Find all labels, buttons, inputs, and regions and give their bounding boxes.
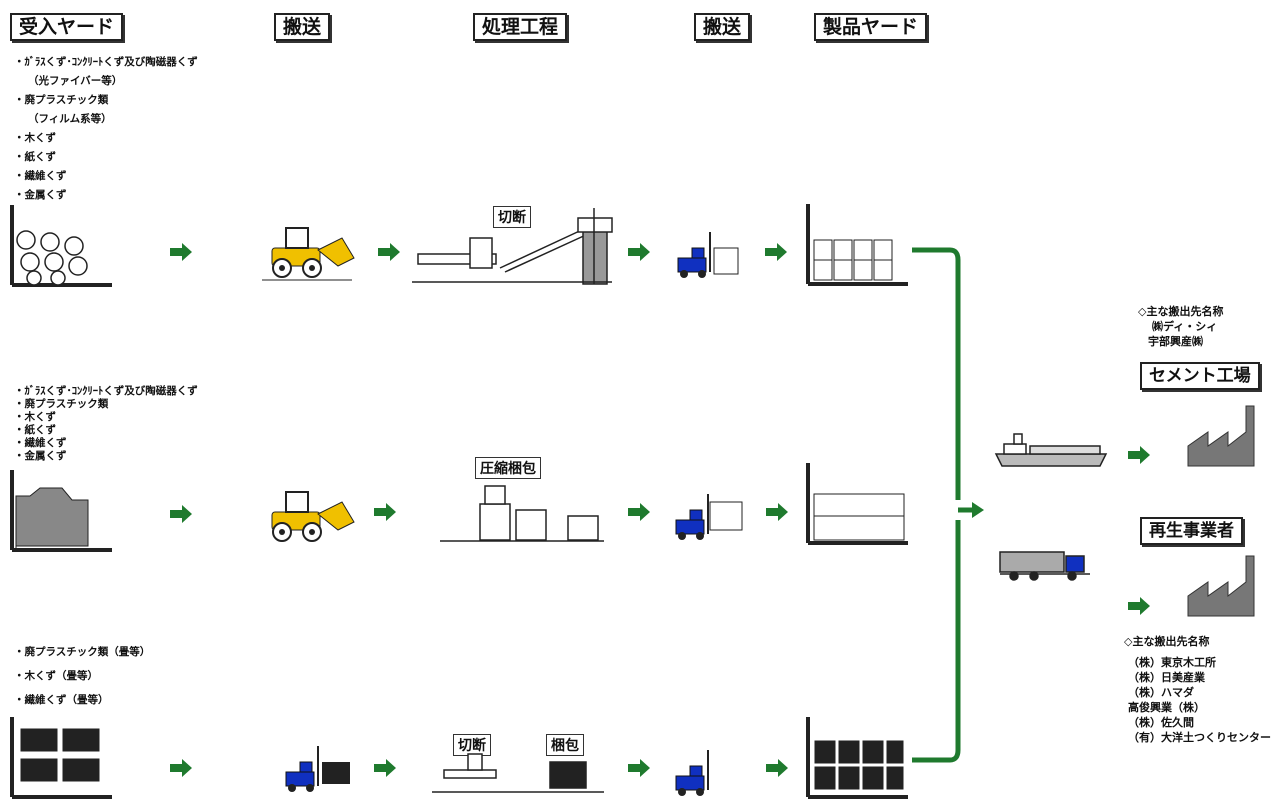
recycler-factory-icon <box>1187 555 1255 617</box>
bale-icon <box>713 247 739 275</box>
row1-waste-list: ・ｶﾞﾗｽくず･ｺﾝｸﾘｰﾄくず及び陶磁器くず （光ファイバー等） ・廃プラスチ… <box>14 53 198 205</box>
wheel-loader-icon <box>271 491 355 542</box>
row3-product-yard-icon <box>806 715 910 799</box>
header-process: 処理工程 <box>473 13 568 41</box>
header-receive-yard: 受入ヤード <box>10 13 124 41</box>
merge-connector <box>912 247 974 763</box>
truck-icon <box>999 551 1090 581</box>
arrow-icon <box>170 759 192 777</box>
row2-item: ・繊維くず <box>14 437 67 449</box>
arrow-icon <box>374 759 396 777</box>
row2-item: ・ｶﾞﾗｽくず･ｺﾝｸﾘｰﾄくず及び陶磁器くず <box>14 385 198 397</box>
cement-factory-title: セメント工場 <box>1140 362 1260 390</box>
recycler-company: （株）ハマダ <box>1128 686 1194 699</box>
recycler-company: （有）大洋土つくりセンター <box>1128 731 1271 744</box>
row3-receive-yard-icon <box>10 715 114 799</box>
cut-pack-machine-icon <box>432 753 604 793</box>
row1-item: （フィルム系等） <box>28 113 112 125</box>
row2-item: ・木くず <box>14 411 56 423</box>
compression-baler-icon <box>440 485 604 542</box>
header-transport-2: 搬送 <box>694 13 751 41</box>
row2-item: ・廃プラスチック類 <box>14 398 109 410</box>
wheel-loader-icon <box>271 227 355 278</box>
row2-item: ・紙くず <box>14 424 56 436</box>
row2-product-yard-icon <box>806 461 910 545</box>
row1-item: ・木くず <box>14 132 56 144</box>
arrow-icon <box>170 505 192 523</box>
arrow-icon <box>628 243 650 261</box>
cement-factory-icon <box>1187 405 1255 467</box>
header-product-yard: 製品ヤード <box>814 13 928 41</box>
arrow-icon <box>628 503 650 521</box>
ship-icon <box>994 433 1108 467</box>
arrow-icon <box>1128 597 1150 615</box>
row3-pack-label: 梱包 <box>546 734 584 756</box>
cement-heading: ◇主な搬出先名称 <box>1138 305 1224 318</box>
row3-item: ・木くず（畳等） <box>14 670 98 682</box>
row1-item: ・ｶﾞﾗｽくず･ｺﾝｸﾘｰﾄくず及び陶磁器くず <box>14 56 198 68</box>
row1-item: （光ファイバー等） <box>28 75 123 87</box>
row2-receive-yard-icon <box>10 468 114 552</box>
arrow-icon <box>170 243 192 261</box>
recycler-company: 高俊興業（株） <box>1128 701 1205 714</box>
tatami-icon <box>322 762 350 784</box>
arrow-icon <box>374 503 396 521</box>
arrow-icon <box>378 243 400 261</box>
recycler-company: （株）佐久間 <box>1128 716 1194 729</box>
cutting-machine-icon <box>412 208 613 285</box>
forklift-icon <box>285 745 319 793</box>
row1-process-label: 切断 <box>493 206 531 228</box>
row1-item: ・金属くず <box>14 189 67 201</box>
row1-item: ・廃プラスチック類 <box>14 94 109 106</box>
arrow-icon <box>1128 446 1150 464</box>
arrow-icon <box>766 759 788 777</box>
arrow-icon <box>972 502 984 518</box>
row3-item: ・廃プラスチック類（畳等） <box>14 646 151 658</box>
recycler-company: （株）日美産業 <box>1128 671 1205 684</box>
header-transport-1: 搬送 <box>274 13 331 41</box>
row3-item: ・繊維くず（畳等） <box>14 694 109 706</box>
arrow-icon <box>628 759 650 777</box>
forklift-icon <box>677 231 711 279</box>
cement-company: ㈱ディ・シィ <box>1152 320 1218 333</box>
arrow-icon <box>765 243 787 261</box>
arrow-icon <box>766 503 788 521</box>
row1-item: ・紙くず <box>14 151 56 163</box>
row2-item: ・金属くず <box>14 450 67 462</box>
recycler-heading: ◇主な搬出先名称 <box>1124 635 1210 648</box>
row2-process-label: 圧縮梱包 <box>475 457 541 479</box>
row2-waste-list: ・ｶﾞﾗｽくず･ｺﾝｸﾘｰﾄくず及び陶磁器くず ・廃プラスチック類 ・木くず ・… <box>14 385 198 463</box>
forklift-icon <box>675 749 709 797</box>
row3-waste-list: ・廃プラスチック類（畳等） ・木くず（畳等） ・繊維くず（畳等） <box>14 640 150 712</box>
recycler-company: （株）東京木工所 <box>1128 656 1216 669</box>
row1-product-yard-icon <box>806 202 910 286</box>
recycler-title: 再生事業者 <box>1140 517 1243 545</box>
row1-item: ・繊維くず <box>14 170 67 182</box>
row1-receive-yard-icon <box>10 203 114 287</box>
forklift-icon <box>675 493 709 541</box>
cement-company: 宇部興産㈱ <box>1148 335 1203 348</box>
bale-icon <box>709 501 743 531</box>
